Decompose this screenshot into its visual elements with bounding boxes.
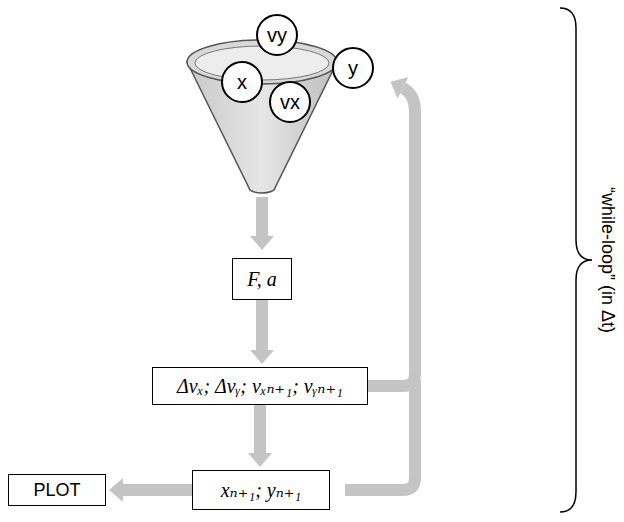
- box-text: Δvₓ; Δvᵧ; vₓₙ₊₁; vᵧₙ₊₁: [177, 375, 343, 398]
- output-box: PLOT: [8, 474, 106, 507]
- box-text: xₙ₊₁; yₙ₊₁: [221, 479, 302, 502]
- funnel-arrow: [256, 197, 268, 236]
- variable-name: y: [348, 57, 358, 80]
- process-box: F, a: [232, 258, 292, 300]
- process-box: xₙ₊₁; yₙ₊₁: [192, 470, 330, 510]
- variable-circle: y: [332, 47, 374, 89]
- flow-arrow: [123, 484, 192, 496]
- loop-arrow: [340, 88, 415, 386]
- variable-name: x: [237, 71, 247, 94]
- loop-label: “while-loop” (in Δt): [597, 187, 618, 333]
- variable-name: vy: [267, 24, 287, 47]
- variable-circle: vx: [269, 81, 311, 123]
- flow-arrow: [254, 405, 266, 453]
- variable-circle: vy: [256, 14, 298, 56]
- funnel: [187, 40, 337, 193]
- flow-arrow: [256, 300, 268, 350]
- process-box: Δvₓ; Δvᵧ; vₓₙ₊₁; vᵧₙ₊₁: [152, 367, 368, 405]
- variable-circle: x: [221, 61, 263, 103]
- box-text: F, a: [247, 268, 277, 291]
- loop-brace: [560, 8, 592, 512]
- box-text: PLOT: [33, 480, 80, 501]
- variable-name: vx: [280, 91, 300, 114]
